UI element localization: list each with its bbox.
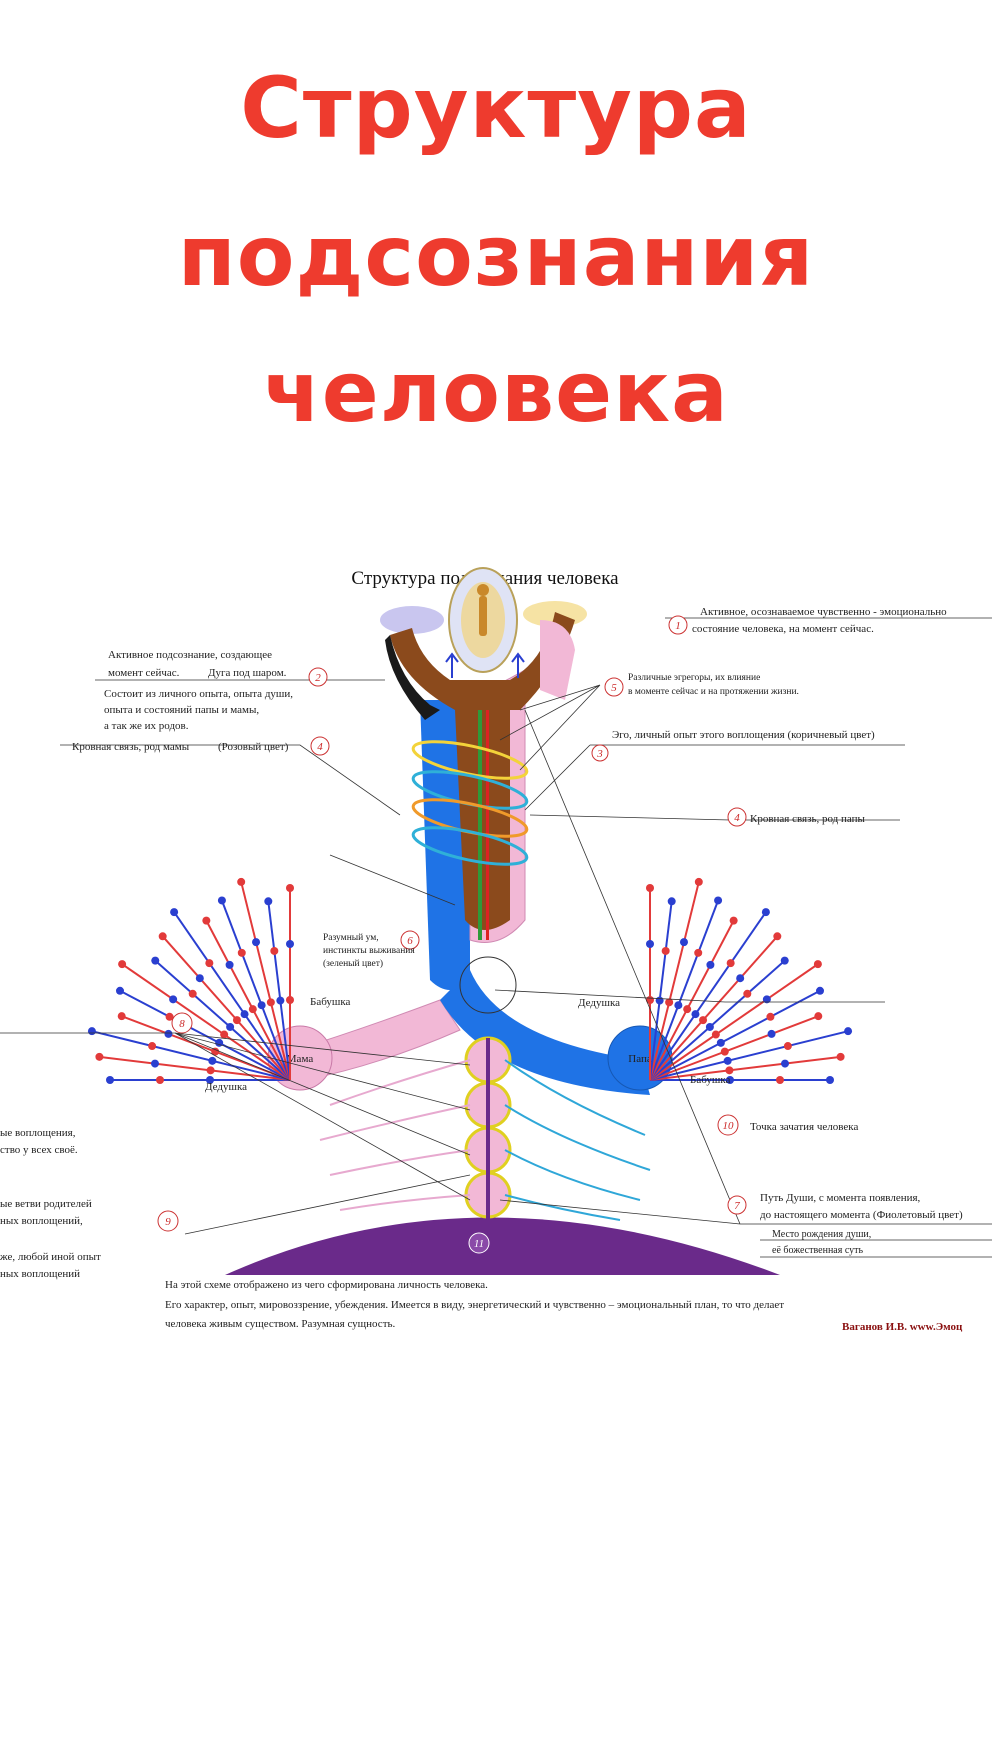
svg-text:(зеленый цвет): (зеленый цвет)	[323, 958, 383, 969]
red-line	[486, 710, 489, 940]
label-arc: Дуга под шаром.	[208, 667, 287, 679]
mom-label: Мама	[287, 1053, 314, 1065]
svg-text:8: 8	[179, 1018, 185, 1030]
arc-under-sphere	[390, 612, 575, 710]
svg-text:4: 4	[734, 812, 740, 824]
label-grandpa-left: Дедушка	[205, 1081, 247, 1093]
svg-text:3: 3	[596, 748, 603, 760]
green-mind-line	[478, 710, 482, 940]
arc-pink-tip	[540, 620, 575, 700]
label-active-subconscious: Активное подсознание, создающее	[108, 649, 272, 661]
human-figure-icon	[477, 584, 489, 596]
svg-text:4: 4	[317, 741, 323, 753]
label-grandma-right: Бабушка	[690, 1074, 731, 1086]
subconscious-structure-diagram: Структура подсознания человека Мама Папа	[0, 567, 992, 1333]
label-pink: (Розовый цвет)	[218, 741, 289, 753]
egregor-coil-blue	[411, 826, 529, 866]
label-egregors: Различные эгрегоры, их влияние	[628, 673, 760, 683]
label-soul-path: Путь Души, с момента появления,	[760, 1192, 921, 1204]
svg-text:её божественная суть: её божественная суть	[772, 1245, 864, 1256]
label-blood-mom: Кровная связь, род мамы	[72, 741, 190, 753]
svg-text:ных воплощений,: ных воплощений,	[0, 1215, 83, 1227]
number-markers: 1 2 3 4 4 5 6 7 8 9 10 11	[157, 615, 747, 1254]
label-bottom-3: человека живым существом. Разумная сущно…	[165, 1318, 396, 1330]
label-consists: Состоит из личного опыта, опыта души,	[104, 688, 293, 700]
svg-text:состояние человека, на момент: состояние человека, на момент сейчас.	[692, 623, 874, 635]
father-arm	[440, 970, 650, 1095]
svg-text:ство у всех своё.: ство у всех своё.	[0, 1144, 78, 1156]
soul-path-lines	[319, 1059, 651, 1221]
svg-text:до настоящего момента (Фиолето: до настоящего момента (Фиолетовый цвет)	[760, 1209, 963, 1221]
conception-circle	[459, 956, 517, 1014]
mother-arm	[294, 999, 461, 1081]
leader-lines	[0, 617, 992, 1258]
svg-text:10: 10	[723, 1120, 735, 1132]
svg-text:1: 1	[675, 620, 681, 632]
thought-cloud-left	[380, 606, 444, 634]
svg-text:7: 7	[734, 1200, 740, 1212]
label-left-10: же, любой иной опыт	[0, 1251, 101, 1263]
label-conception: Точка зачатия человека	[750, 1121, 858, 1133]
ego-brown	[455, 710, 510, 930]
mother-family-tree	[87, 877, 294, 1084]
soul-base	[225, 1217, 780, 1275]
label-author: Ваганов И.В. www.Эмоц	[842, 1321, 963, 1333]
svg-text:опыта и состояний папы и мамы,: опыта и состояний папы и мамы,	[104, 704, 259, 716]
svg-text:момент сейчас.: момент сейчас.	[108, 667, 180, 679]
svg-text:2: 2	[315, 672, 321, 684]
label-bottom-2: Его характер, опыт, мировоззрение, убежд…	[165, 1299, 784, 1311]
label-left-9: ые ветви родителей	[0, 1198, 92, 1210]
label-grandpa-right: Дедушка	[578, 997, 620, 1009]
label-active-state: Активное, осознаваемое чувственно - эмоц…	[700, 606, 947, 618]
label-left-8: ые воплощения,	[0, 1127, 76, 1139]
headline-line-2: подсознания	[177, 207, 815, 305]
svg-text:а так же их родов.: а так же их родов.	[104, 720, 189, 732]
spine-circles	[464, 1036, 512, 1240]
svg-text:в моменте сейчас и на протяжен: в моменте сейчас и на протяжении жизни.	[628, 686, 799, 697]
svg-text:6: 6	[407, 935, 413, 947]
svg-text:ных воплощений: ных воплощений	[0, 1268, 80, 1280]
label-blood-dad: Кровная связь, род папы	[750, 813, 866, 825]
headline-line-1: Структура	[240, 59, 752, 157]
label-grandma-left: Бабушка	[310, 996, 351, 1008]
svg-text:5: 5	[611, 682, 617, 694]
label-soul-birth: Место рождения души,	[772, 1229, 871, 1240]
dad-label: Папа	[628, 1053, 652, 1065]
svg-text:инстинкты выживания: инстинкты выживания	[323, 946, 415, 956]
headline-line-3: человека	[263, 343, 729, 441]
svg-text:9: 9	[165, 1216, 171, 1228]
arc-dark-edge	[385, 635, 440, 720]
father-family-tree	[646, 877, 853, 1084]
label-ego: Эго, личный опыт этого воплощения (корич…	[612, 729, 875, 741]
label-mind: Разумный ум,	[323, 932, 379, 943]
label-bottom-1: На этой схеме отображено из чего сформир…	[165, 1279, 488, 1291]
svg-text:11: 11	[474, 1238, 484, 1250]
diagram-labels: Активное, осознаваемое чувственно - эмоц…	[0, 606, 963, 1333]
